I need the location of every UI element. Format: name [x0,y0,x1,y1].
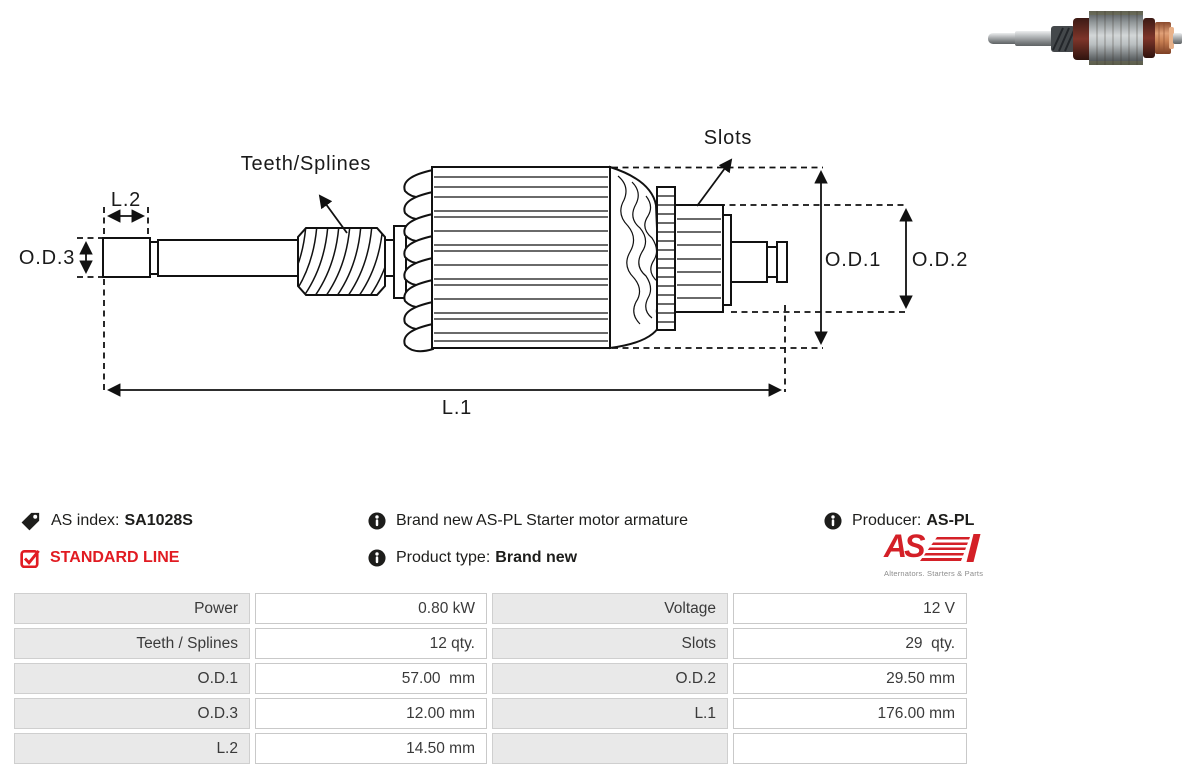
slots-leader-arrow [696,158,733,207]
checkbox-checked-icon [20,549,40,568]
aspl-logo-tagline: Alternators. Starters & Parts [884,569,984,578]
info-icon [368,549,386,567]
producer-row: Producer:AS-PL [824,510,974,532]
aspl-logo-mark: AS [884,528,984,564]
spec-value-cell: 12.00 mm [255,698,487,729]
spec-table: Power 0.80 kW Voltage 12 V Teeth / Splin… [14,593,968,764]
armature-product-photo [988,11,1182,65]
label-od2: O.D.2 [912,249,968,271]
as-index-value: SA1028S [124,512,193,529]
spec-value-cell [733,733,967,764]
info-icon [824,512,842,530]
spec-label-cell: L.1 [492,698,728,729]
label-slots: Slots [704,127,752,149]
commutator-risers [656,186,676,331]
as-index-row: AS index:SA1028S [20,510,193,532]
spec-value-cell: 12 V [733,593,967,624]
commutator [674,204,724,313]
spec-label-cell: Slots [492,628,728,659]
spec-value-cell: 0.80 kW [255,593,487,624]
product-type-label: Product type: [396,549,491,566]
description-row: Brand new AS-PL Starter motor armature [368,510,688,532]
label-teeth-splines: Teeth/Splines [241,153,371,175]
label-od3: O.D.3 [19,247,75,269]
tag-icon [21,512,40,530]
aspl-logo: AS Alternators. Starters & Parts [884,528,984,578]
spec-label-cell: L.2 [14,733,250,764]
as-index-label: AS index: [51,512,120,529]
spec-value-cell: 29.50 mm [733,663,967,694]
product-description: Brand new AS-PL Starter motor armature [396,512,688,529]
spec-value-cell: 29 qty. [733,628,967,659]
winding-left [403,168,434,353]
spec-label-cell: Teeth / Splines [14,628,250,659]
spec-label-cell: O.D.1 [14,663,250,694]
spec-label-cell: O.D.2 [492,663,728,694]
spec-value-cell: 12 qty. [255,628,487,659]
aspl-logo-stripes [920,537,970,561]
info-icon [368,512,386,530]
label-l2: L.2 [111,189,141,211]
as-index-text: AS index:SA1028S [51,512,193,530]
label-l1: L.1 [442,397,472,419]
spec-value-cell: 14.50 mm [255,733,487,764]
spec-label-cell: O.D.3 [14,698,250,729]
label-od1: O.D.1 [825,249,881,271]
shaft-right [722,214,788,306]
armature-technical-drawing: Teeth/Splines Slots L.2 O.D.3 O.D.1 O.D.… [19,127,968,419]
producer-label: Producer: [852,512,922,529]
teeth-leader-arrow [318,194,348,234]
winding-right [609,165,663,350]
producer-value: AS-PL [926,512,975,529]
aspl-logo-text: AS [884,528,925,564]
product-type-row: Product type:Brand new [368,547,577,569]
spec-value-cell: 57.00 mm [255,663,487,694]
spec-value-cell: 176.00 mm [733,698,967,729]
armature-body [431,166,611,349]
spec-label-cell: Power [14,593,250,624]
spec-label-cell: Voltage [492,593,728,624]
shaft-left [102,237,299,278]
standard-line-row: STANDARD LINE [20,547,179,569]
standard-line-badge: STANDARD LINE [50,549,180,566]
spec-label-cell [492,733,728,764]
product-type-value: Brand new [495,549,578,566]
